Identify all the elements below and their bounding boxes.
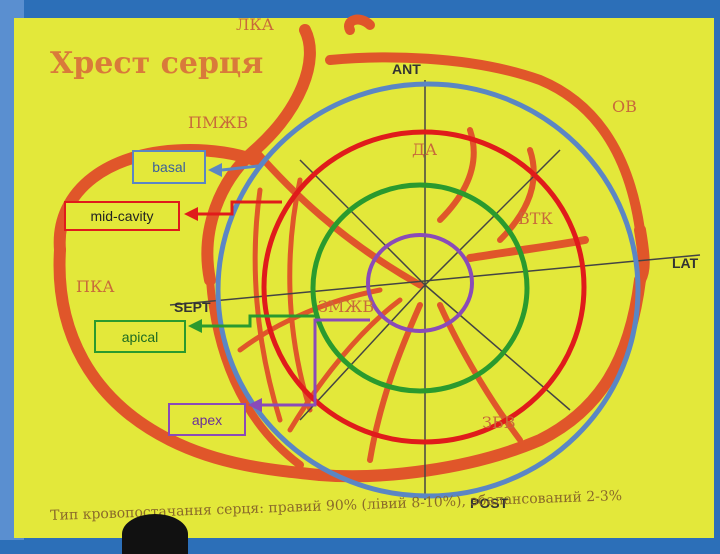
vtk-label: ВТК [518,209,553,228]
zmzhv-label: ЗМЖВ [318,297,374,316]
lka-label: ЛКА [236,15,274,34]
post-label: POST [470,495,509,511]
mid-cavity-ring [261,129,587,445]
basal-ring [215,81,641,499]
apex-label: apex [168,403,246,436]
ant-label: ANT [392,61,421,77]
heart-cross-diagram: ЛКА ПМЖВ ПКА ОВ ДА ВТК ЗМЖВ ЗБВ ANT LAT … [53,14,701,511]
apical-arrowhead [188,319,202,333]
apex-connector [262,318,370,407]
basal-arrowhead [208,163,222,177]
mid-cavity-arrowhead [184,207,198,221]
basal-label: basal [132,150,206,184]
sept-label: SEPT [174,299,211,315]
slide-title: Хрест серця [50,46,264,81]
ov-label: ОВ [612,97,637,116]
coronary-vessels [53,14,650,483]
da-label: ДА [412,140,437,159]
apex-ring [366,233,474,333]
apical-ring [310,182,530,394]
apical-connector [202,314,315,328]
lat-label: LAT [672,255,699,271]
apical-label: apical [94,320,186,353]
pka-label: ПКА [76,277,114,296]
pmzhv-label: ПМЖВ [188,113,248,132]
mid-cavity-connector [198,200,282,216]
slide-background [14,18,714,538]
basal-connector [221,164,259,172]
audience-head-silhouette [122,514,188,554]
mid-cavity-label: mid-cavity [64,201,180,231]
apex-arrowhead [248,398,262,412]
zbv-label: ЗБВ [482,413,515,432]
